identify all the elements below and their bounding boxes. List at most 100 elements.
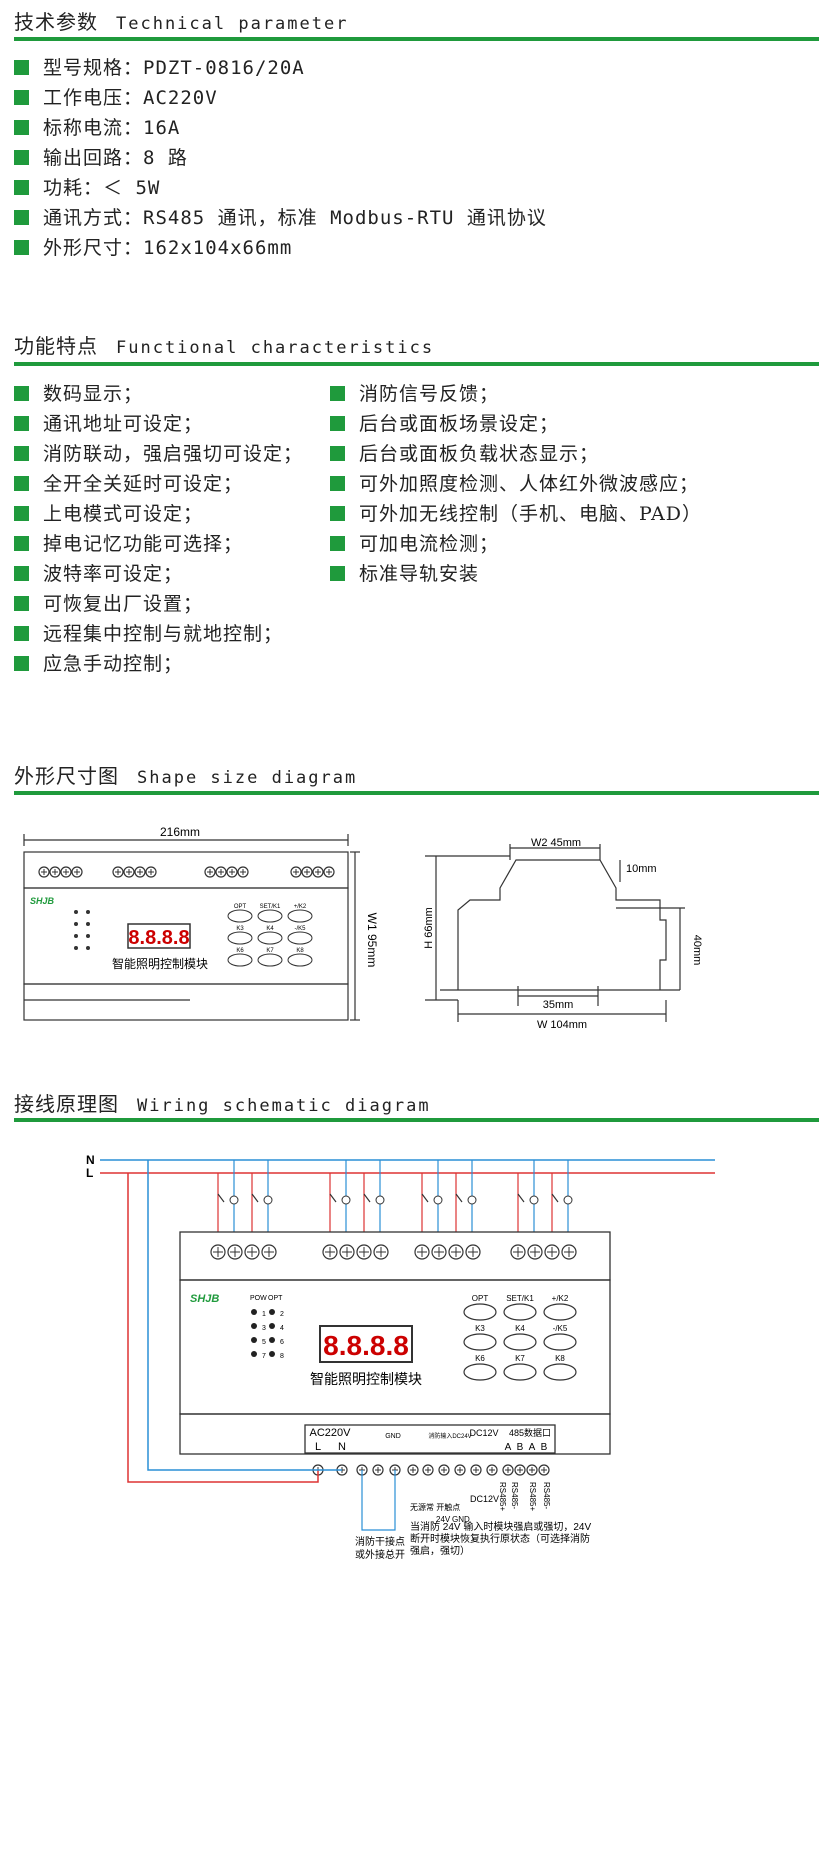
terminal-screw-icon [60,866,72,878]
tech-rule [14,37,819,41]
bullet-icon [14,506,29,521]
bullet-icon [14,60,29,75]
terminal-screw-icon [544,1244,560,1260]
tech-value: PDZT-0816/20A [143,57,305,79]
terminal-screw-icon [431,1244,447,1260]
bullet-icon [14,446,29,461]
led-icon [251,1351,257,1357]
front-button-label: K4 [266,926,274,932]
feature-item: 通讯地址可设定； [14,412,203,436]
front-device-name: 智能照明控制模块 [112,956,208,971]
led-number: 4 [280,1325,284,1332]
feature-text: 通讯地址可设定； [43,413,204,435]
led-number: 7 [262,1353,266,1360]
led-number: 2 [280,1311,284,1318]
tech-label: 通讯方式： [43,207,144,229]
term-a1: A [505,1442,512,1453]
terminal-screw-icon [49,866,61,878]
terminal-screw-icon [356,1244,372,1260]
switch-icon [421,1193,429,1203]
lamp-icon [433,1195,443,1205]
led-icon [74,934,78,938]
tech-value: ＜ 5W [103,177,161,199]
button-icon [543,1363,577,1381]
feature-text: 可加电流检测； [359,533,500,555]
note-fire2: 或外接总开 [355,1548,405,1561]
terminal-screw-icon [237,866,249,878]
feature-text: 可外加照度检测、人体红外微波感应； [359,473,700,495]
front-button-label: K8 [296,948,304,954]
side-label: 40mm [691,935,703,966]
top-label: 10mm [626,863,657,875]
rail-label: 35mm [543,999,574,1011]
terminal-screw-icon [215,866,227,878]
feature-text: 波特率可设定； [43,563,184,585]
terminal-screw-icon [502,1464,514,1476]
note-rs4: RS485- [542,1482,551,1509]
terminal-screw-icon [145,866,157,878]
led-icon [269,1351,275,1357]
feature-item: 消防信号反馈； [330,382,499,406]
terminal-screw-icon [112,866,124,878]
bullet-icon [14,180,29,195]
feature-item: 可外加照度检测、人体红外微波感应； [330,472,699,496]
tech-item: 功耗：＜ 5W [14,176,160,200]
feature-text: 可外加无线控制（手机、电脑、PAD） [359,503,702,525]
terminal-screw-icon [561,1244,577,1260]
bullet-icon [14,210,29,225]
note-rs2: RS485- [510,1482,519,1509]
note-rs3: RS485+ [528,1482,537,1511]
button-icon [463,1333,497,1351]
button-label: SET/K1 [506,1294,534,1303]
led-icon [269,1323,275,1329]
feature-text: 后台或面板场景设定； [359,413,560,435]
bullet-icon [14,386,29,401]
led-icon [269,1309,275,1315]
led-icon [251,1337,257,1343]
front-button-label: +/K2 [294,904,307,910]
terminal-screw-icon [454,1464,466,1476]
tech-item: 标称电流：16A [14,116,180,140]
terminal-screw-icon [323,866,335,878]
led-number: 3 [262,1325,266,1332]
tech-label: 工作电压： [43,87,144,109]
button-label: OPT [472,1294,489,1303]
button-icon [543,1303,577,1321]
feature-item: 掉电记忆功能可选择； [14,532,243,556]
button-label: -/K5 [553,1324,568,1333]
feature-item: 数码显示； [14,382,143,406]
note-24v: 24V [436,1515,451,1524]
switch-icon [455,1193,463,1203]
feature-text: 上电模式可设定； [43,503,204,525]
led-icon [74,946,78,950]
terminal-screw-icon [465,1244,481,1260]
h-label: H 66mm [423,907,435,949]
front-button-icon [287,931,313,945]
terminal-screw-icon [526,1464,538,1476]
wire-bottom-terminals [312,1464,550,1476]
feature-text: 远程集中控制与就地控制； [43,623,284,645]
front-button-icon [257,909,283,923]
front-button-label: K3 [236,926,244,932]
bullet-icon [14,596,29,611]
bullet-icon [14,566,29,581]
switch-icon [329,1193,337,1203]
features-rule [14,362,819,366]
feature-item: 可恢复出厂设置； [14,592,203,616]
bullet-icon [14,90,29,105]
switch-icon [251,1193,259,1203]
button-label: +/K2 [552,1294,569,1303]
button-icon [543,1333,577,1351]
front-terminals [38,866,335,878]
tech-value: RS485 通讯，标准 Modbus-RTU 通讯协议 [143,207,547,229]
note-dc: DC12V [470,1494,499,1504]
feature-text: 消防联动，强启强切可设定； [43,443,304,465]
lamp-icon [229,1195,239,1205]
led-icon [86,910,90,914]
front-button-icon [287,909,313,923]
wire-display [319,1325,413,1363]
feature-item: 可外加无线控制（手机、电脑、PAD） [330,502,702,526]
feature-item: 标准导轨安装 [330,562,479,586]
